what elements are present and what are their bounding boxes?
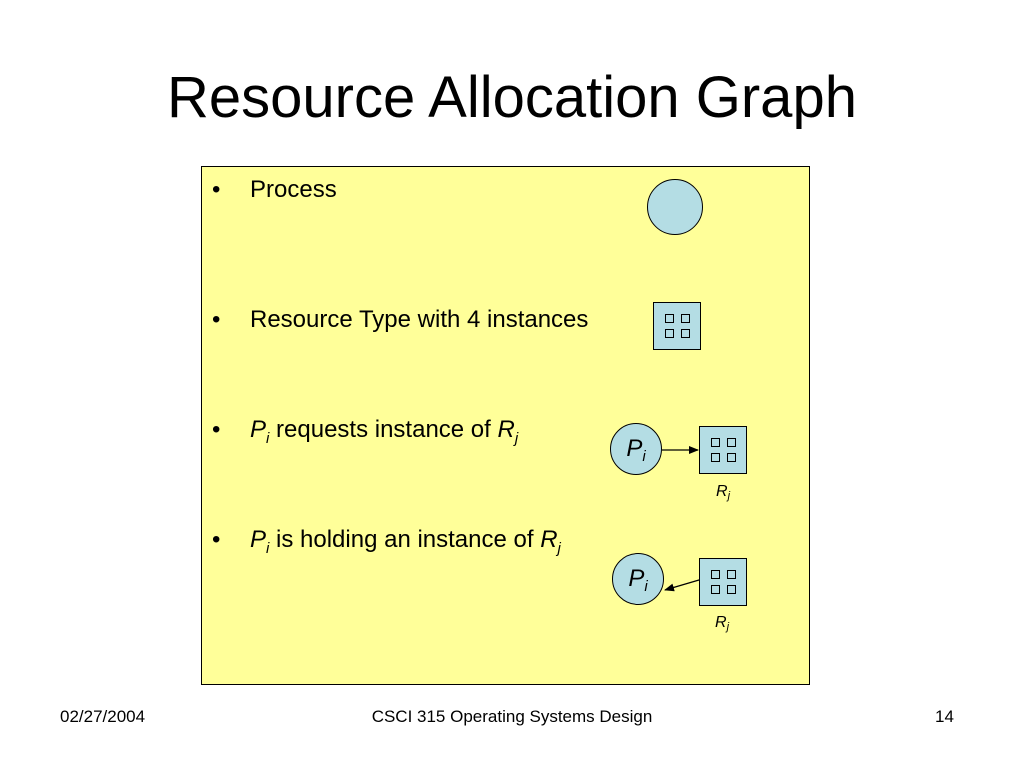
resource-instance [727, 570, 736, 579]
bullet-marker: • [212, 416, 221, 443]
resource-label-request: Rj [716, 483, 731, 502]
process-node-request: Pi [610, 423, 662, 475]
resource-instance [711, 585, 720, 594]
resource-node-request [699, 426, 747, 474]
process-node-holding: Pi [612, 553, 664, 605]
slide-title: Resource Allocation Graph [167, 65, 857, 130]
bullet-marker: • [212, 176, 221, 203]
resource-instance [665, 314, 674, 323]
bullet-process: Process [250, 176, 337, 203]
resource-node-holding [699, 558, 747, 606]
resource-instance [681, 329, 690, 338]
footer-date: 02/27/2004 [60, 707, 146, 726]
resource-instance [727, 585, 736, 594]
resource-instance [665, 329, 674, 338]
process-symbol [647, 179, 703, 235]
bullet-resource-type: Resource Type with 4 instances [250, 306, 589, 333]
bullet-request: Pi requests instance of Rj [250, 416, 519, 447]
resource-type-symbol [653, 302, 701, 350]
resource-instance [727, 453, 736, 462]
resource-instance [711, 570, 720, 579]
resource-instance [711, 453, 720, 462]
bullet-marker: • [212, 306, 221, 333]
bullet-holding: Pi is holding an instance of Rj [250, 526, 561, 557]
resource-label-holding: Rj [715, 614, 730, 633]
footer-course: CSCI 315 Operating Systems Design [371, 707, 653, 726]
resource-instance [711, 438, 720, 447]
bullet-marker: • [212, 526, 221, 553]
footer-page-number: 14 [935, 707, 954, 726]
resource-instance [681, 314, 690, 323]
resource-instance [727, 438, 736, 447]
